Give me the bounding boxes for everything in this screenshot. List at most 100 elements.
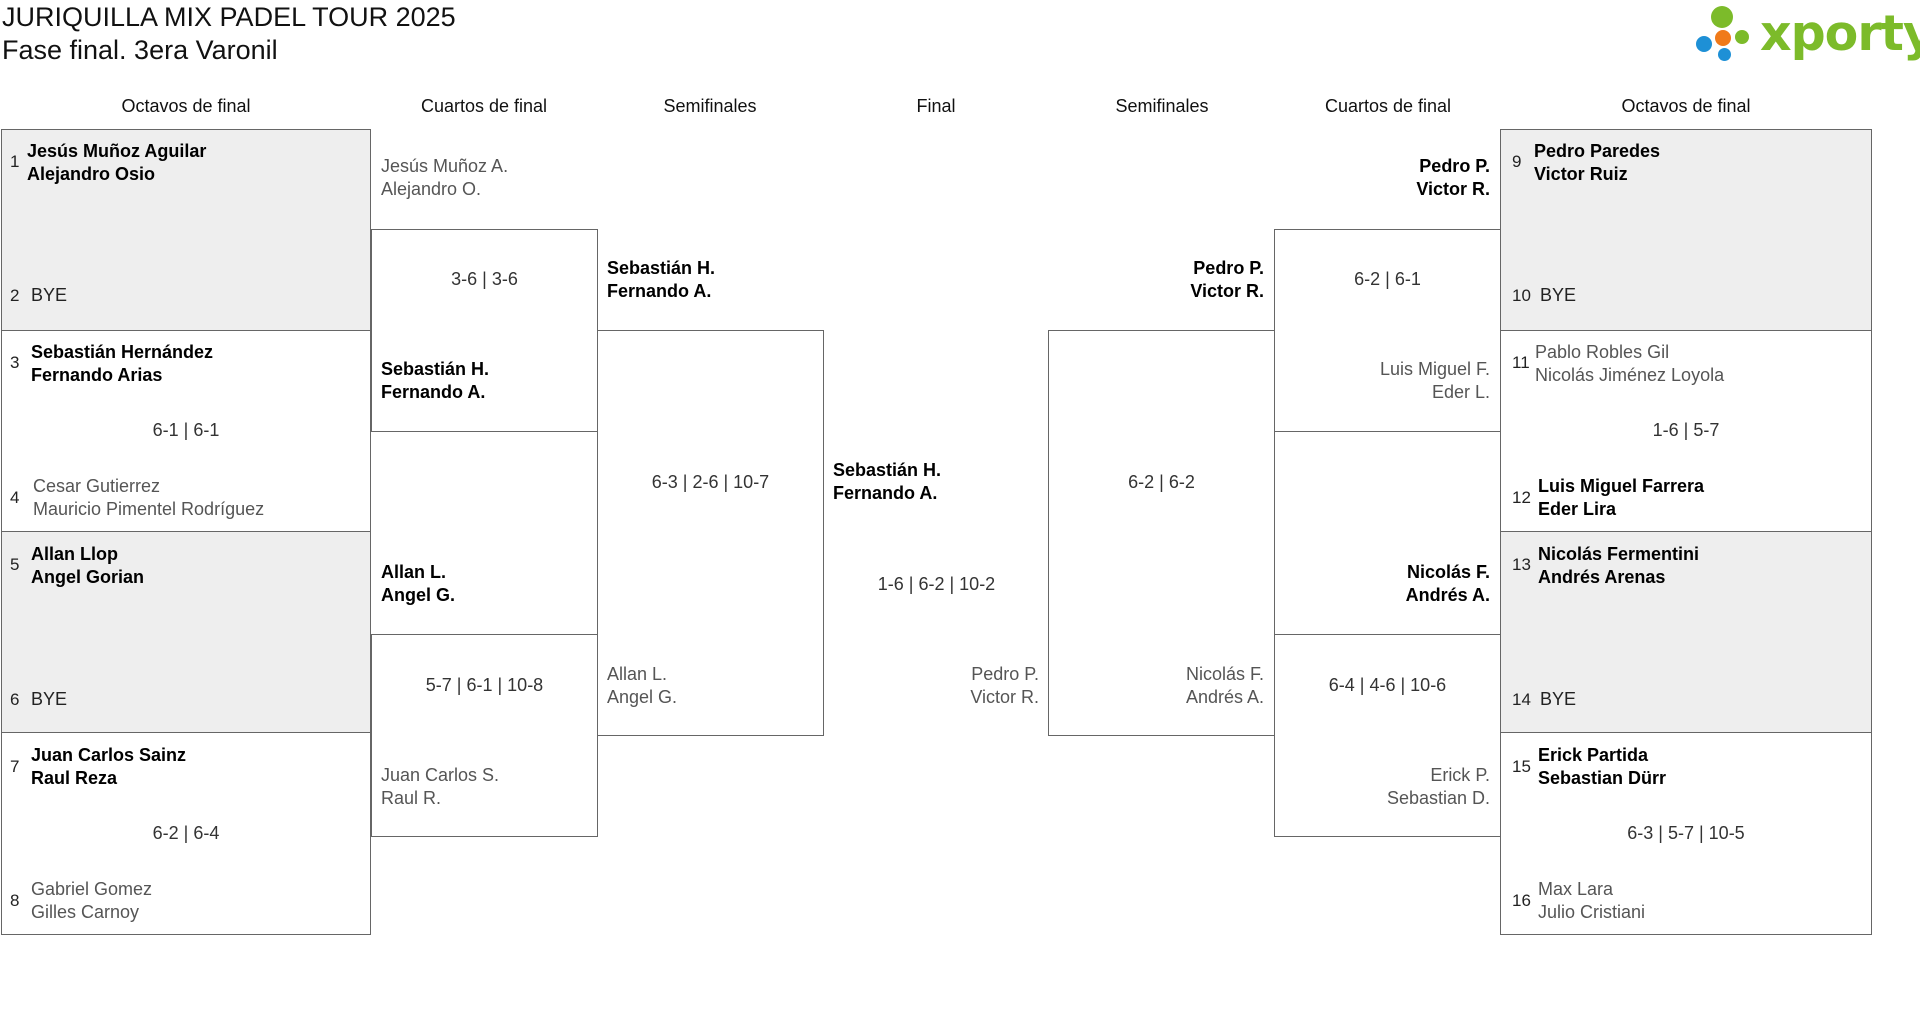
team-player-1: Nicolás F. [1185,664,1264,684]
match-box-right-r16-1 [1500,129,1872,331]
team-player-2: Andrés A. [1185,687,1264,707]
seed-number: 4 [10,488,20,507]
team-player-1: Gabriel Gomez [31,879,153,899]
seed-number: 6 [10,690,20,709]
seed-number: 15 [1512,757,1531,776]
team-player-2: Alejandro Osio [27,164,156,184]
header-left-qf: Cuartos de final [420,96,548,116]
match-score: 6-1 | 6-1 [152,420,220,440]
page-subtitle: Fase final. 3era Varonil [2,35,278,65]
match-box-left-r16-4 [1,732,371,935]
team-player-2: Victor R. [1416,179,1490,199]
seed-number: 7 [10,757,20,776]
seed-number: 5 [10,555,20,574]
xporty-logo: xporty [1694,4,1920,68]
seed-number: 8 [10,891,20,910]
logo-dot-blue [1696,36,1712,52]
header-left-sf: Semifinales [663,96,757,116]
team-player-1: Pedro P. [1419,156,1490,176]
match-score: 6-2 | 6-1 [1354,269,1421,289]
match-box-right-r16-4 [1500,732,1872,935]
team-player-2: Raul R. [381,788,442,808]
seed-number: 14 [1512,690,1531,709]
match-box-right-sf [1048,330,1275,736]
team-player-1: Allan L. [607,664,668,684]
team-player-1: Max Lara [1538,879,1614,899]
page-title: JURIQUILLA MIX PADEL TOUR 2025 [2,2,456,32]
match-score: 6-3 | 2-6 | 10-7 [651,472,770,492]
team-player-1: Luis Miguel F. [1379,359,1490,379]
team-player-1: Jesús Muñoz A. [381,156,509,176]
team-player-2: Victor Ruiz [1534,164,1628,184]
team-player-1: Erick Partida [1538,745,1649,765]
team-player-2: Julio Cristiani [1538,902,1646,922]
seed-number: 9 [1512,152,1522,171]
bye-label: BYE [1540,689,1577,709]
header-right-qf: Cuartos de final [1324,96,1452,116]
team-player-2: Fernando A. [381,382,486,402]
logo-text: xporty [1760,5,1920,62]
team-player-2: Nicolás Jiménez Loyola [1535,365,1725,385]
seed-number: 13 [1512,555,1531,574]
team-player-1: Erick P. [1430,765,1490,785]
team-player-2: Victor R. [970,687,1039,707]
team-player-2: Sebastian Dürr [1538,768,1667,788]
team-player-2: Fernando Arias [31,365,163,385]
match-score: 5-7 | 6-1 | 10-8 [425,675,544,695]
match-box-left-r16-1 [1,129,371,331]
team-player-2: Gilles Carnoy [31,902,140,922]
match-score: 6-2 | 6-2 [1128,472,1195,492]
logo-dot-orange [1715,30,1731,46]
team-player-2: Angel G. [607,687,678,707]
logo-dot-green-small [1735,30,1749,44]
team-player-1: Nicolás F. [1406,562,1490,582]
team-player-2: Mauricio Pimentel Rodríguez [33,499,265,519]
header-left-r16: Octavos de final [121,96,251,116]
header-right-sf: Semifinales [1115,96,1209,116]
team-player-2: Angel G. [381,585,456,605]
team-player-1: Allan L. [381,562,447,582]
team-player-2: Sebastian D. [1386,788,1490,808]
seed-number: 11 [1512,353,1530,372]
team-player-1: Pedro Paredes [1534,141,1661,161]
team-player-1: Sebastián H. [833,460,942,480]
team-player-2: Andrés A. [1405,585,1490,605]
match-score: 6-4 | 4-6 | 10-6 [1328,675,1447,695]
bye-label: BYE [31,689,68,709]
team-player-2: Eder Lira [1538,499,1617,519]
team-player-2: Raul Reza [31,768,118,788]
team-player-1: Juan Carlos Sainz [31,745,187,765]
seed-number: 1 [10,152,20,171]
team-player-1: Juan Carlos S. [381,765,500,785]
team-player-1: Cesar Gutierrez [33,476,161,496]
header-final: Final [916,96,956,116]
match-box-left-r16-3 [1,531,371,733]
seed-number: 3 [10,353,20,372]
team-player-1: Sebastián H. [607,258,716,278]
match-score: 6-3 | 5-7 | 10-5 [1627,823,1745,843]
team-player-2: Eder L. [1431,382,1490,402]
seed-number: 12 [1512,488,1531,507]
team-player-1: Pedro P. [971,664,1039,684]
team-player-1: Luis Miguel Farrera [1538,476,1705,496]
match-score: 6-2 | 6-4 [152,823,220,843]
match-box-left-sf [597,330,824,736]
team-player-1: Pedro P. [1193,258,1264,278]
match-score: 3-6 | 3-6 [451,269,518,289]
team-player-1: Pablo Robles Gil [1535,342,1670,362]
team-player-2: Fernando A. [833,483,938,503]
match-score: 1-6 | 5-7 [1652,420,1720,440]
seed-number: 10 [1512,286,1531,305]
bye-label: BYE [31,285,68,305]
team-player-1: Sebastián H. [381,359,490,379]
bye-label: BYE [1540,285,1577,305]
header-right-r16: Octavos de final [1621,96,1751,116]
logo-dot-blue-small [1718,48,1731,61]
seed-number: 16 [1512,891,1531,910]
team-player-2: Alejandro O. [381,179,482,199]
seed-number: 2 [10,286,20,305]
team-player-2: Andrés Arenas [1538,567,1666,587]
team-player-1: Allan Llop [31,544,118,564]
team-player-2: Victor R. [1190,281,1264,301]
match-score: 1-6 | 6-2 | 10-2 [877,574,996,594]
